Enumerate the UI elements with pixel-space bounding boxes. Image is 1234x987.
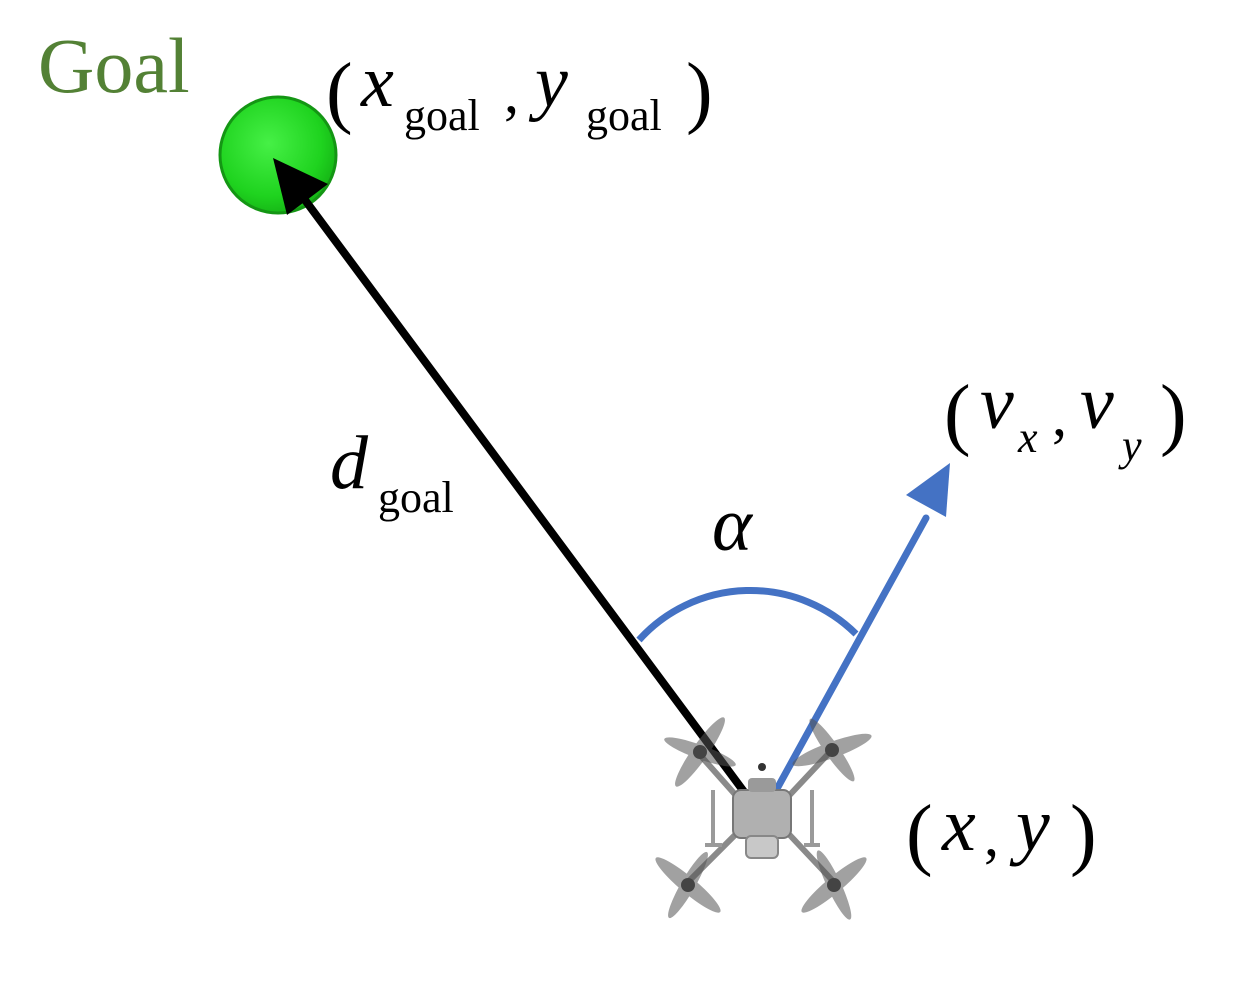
goal-coordinate-label: ( x goal , y goal ) xyxy=(326,41,713,140)
velocity-open-paren: ( xyxy=(944,370,971,458)
goal-coord-x: x xyxy=(360,41,394,123)
drone-coord-close-paren: ) xyxy=(1070,790,1097,878)
goal-distance-arrow xyxy=(273,158,766,820)
velocity-close-paren: ) xyxy=(1160,370,1187,458)
angle-alpha-label: α xyxy=(712,483,754,567)
goal-marker xyxy=(218,95,338,215)
distance-label: d goal xyxy=(330,421,454,522)
drone-position-label: ( x , y ) xyxy=(906,783,1097,878)
velocity-vx: v xyxy=(980,361,1014,445)
drone-coord-x: x xyxy=(941,783,976,867)
goal-coord-y: y xyxy=(528,41,568,123)
velocity-vy-sub: y xyxy=(1118,421,1142,470)
velocity-vy: v xyxy=(1080,361,1114,445)
velocity-sep: , xyxy=(1052,382,1067,448)
drone-coord-sep: , xyxy=(984,802,999,868)
velocity-label: ( v x , v y ) xyxy=(944,361,1187,470)
drone-coord-y: y xyxy=(1009,783,1050,867)
drone-icon xyxy=(655,717,872,920)
goal-coord-close-paren: ) xyxy=(686,48,713,136)
goal-coord-y-sub: goal xyxy=(586,91,662,140)
distance-symbol: d xyxy=(330,421,369,505)
goal-coord-x-sub: goal xyxy=(404,91,480,140)
distance-sub: goal xyxy=(378,473,454,522)
goal-coord-open-paren: ( xyxy=(326,48,353,136)
velocity-arrow xyxy=(758,463,950,820)
goal-coord-sep: , xyxy=(504,59,519,125)
angle-arc xyxy=(636,587,859,643)
goal-label: Goal xyxy=(38,22,190,109)
velocity-vx-sub: x xyxy=(1017,413,1038,462)
drone-coord-open-paren: ( xyxy=(906,790,933,878)
